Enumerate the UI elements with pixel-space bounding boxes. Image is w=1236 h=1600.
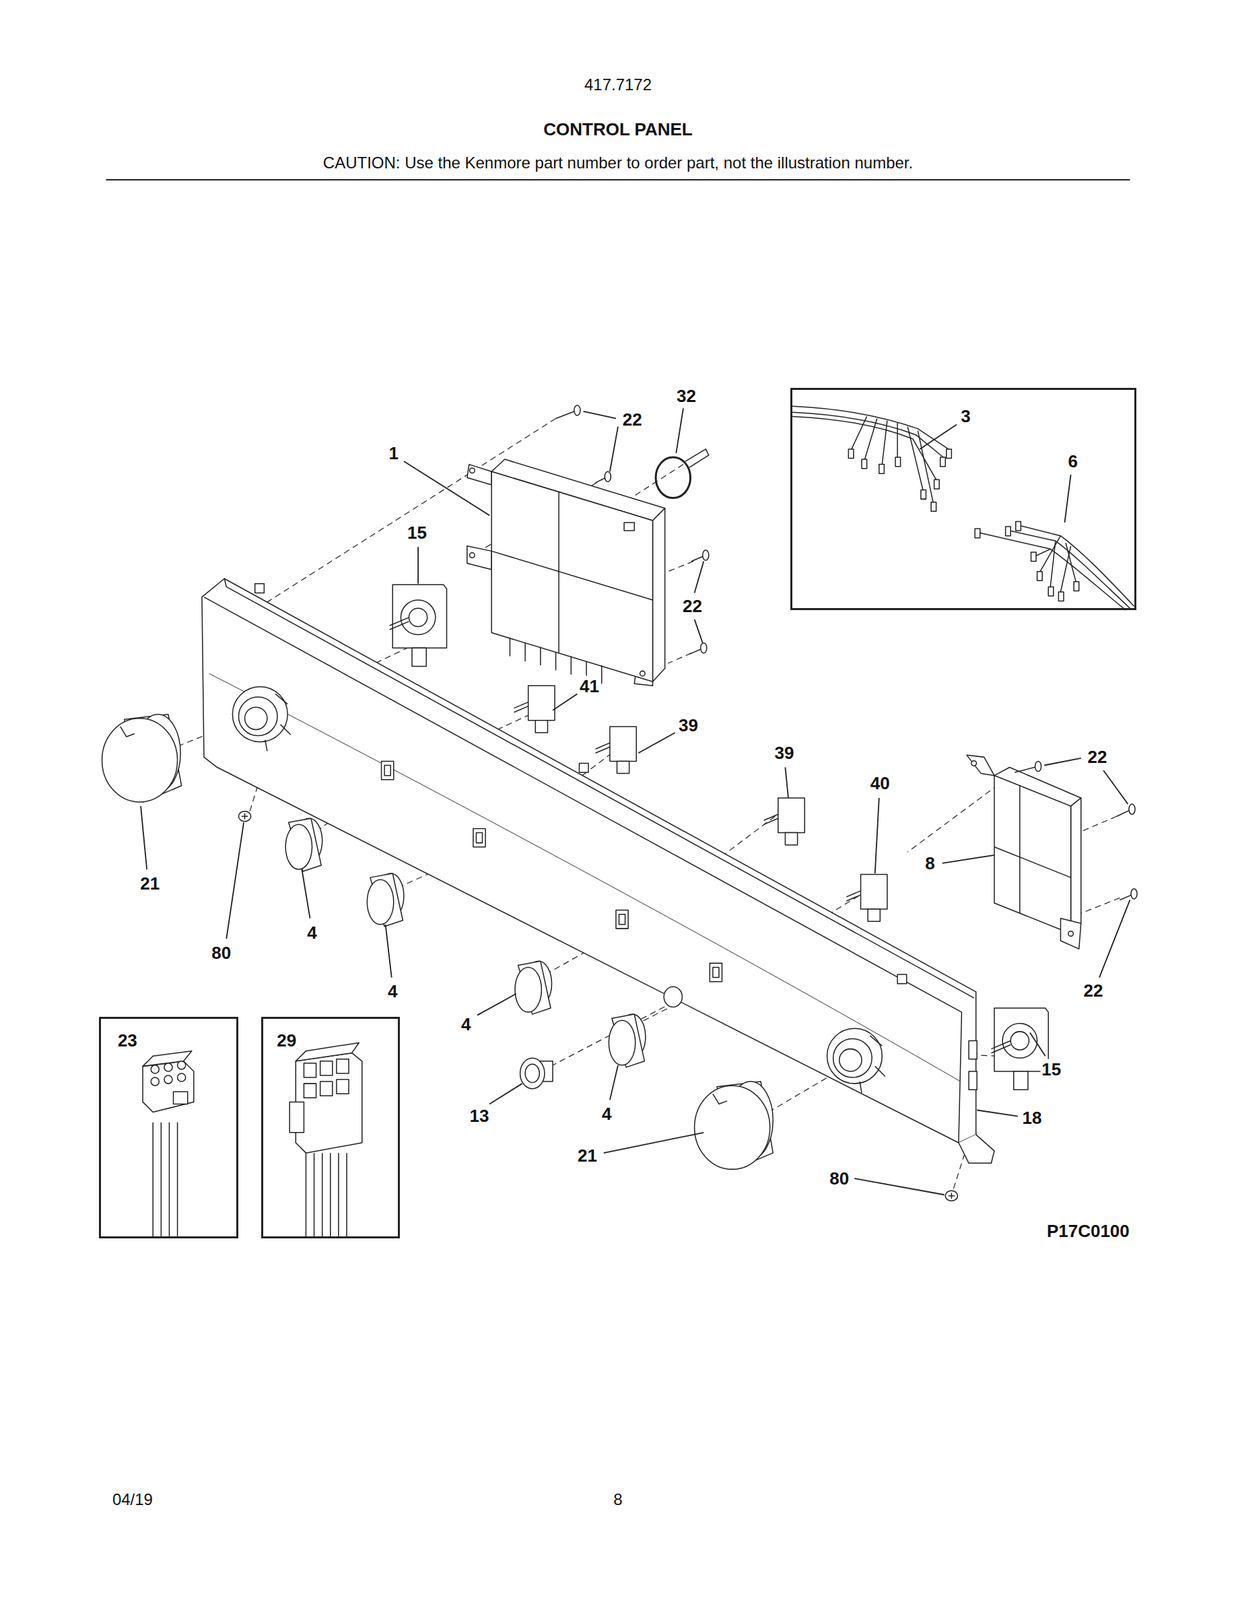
leader-line <box>140 407 1130 1195</box>
assembly-lines <box>168 418 1120 1189</box>
callout-number: 39 <box>677 714 700 736</box>
rotary-switch <box>389 584 448 666</box>
callout-number: 4 <box>459 1013 472 1035</box>
callout-number: 29 <box>275 1030 298 1051</box>
timer-knob <box>694 1081 774 1169</box>
wire-terminal <box>848 449 1079 602</box>
callout-number: 3 <box>959 405 972 427</box>
selector-switch <box>764 797 806 845</box>
callout-number: 15 <box>405 521 429 543</box>
callout-number: 6 <box>1066 450 1079 472</box>
control-panel <box>201 578 995 1163</box>
callout-number: 21 <box>576 1145 599 1166</box>
page-title: CONTROL PANEL <box>543 119 693 141</box>
selector-switch <box>513 685 555 733</box>
wire-connector <box>142 1050 194 1237</box>
header-rule <box>106 179 1131 181</box>
control-board <box>966 754 1082 949</box>
figure-code: P17C0100 <box>1045 1220 1131 1242</box>
callout-number: 8 <box>923 852 936 874</box>
callout-number: 22 <box>681 595 704 616</box>
callout-number: 39 <box>772 741 796 763</box>
callout-number: 4 <box>386 980 399 1002</box>
callout-number: 22 <box>1086 746 1109 768</box>
button-knob <box>285 817 646 1068</box>
revision-date: 04/19 <box>111 1489 155 1509</box>
callout-number: 80 <box>210 941 233 963</box>
callout-number: 21 <box>138 872 161 894</box>
control-board <box>467 459 666 686</box>
callout-number: 40 <box>869 772 892 794</box>
selector-switch <box>846 874 888 922</box>
screw <box>238 811 958 1201</box>
callout-number: 1 <box>387 442 400 464</box>
wire-connector <box>289 1042 363 1237</box>
inset-box: 36 <box>790 387 1137 610</box>
selector-switch <box>595 726 637 774</box>
callout-number: 22 <box>1081 979 1105 1001</box>
callout-number: 4 <box>600 1103 613 1125</box>
callout-number: 18 <box>1021 1107 1044 1129</box>
callout-number: 13 <box>468 1105 491 1127</box>
callout-number: 32 <box>675 385 698 406</box>
caution-note: CAUTION: Use the Kenmore part number to … <box>321 153 915 173</box>
inset-box: 23 <box>98 1016 239 1239</box>
wire-tie <box>655 449 709 499</box>
callout-number: 23 <box>116 1030 139 1051</box>
callout-number: 4 <box>305 921 318 943</box>
callout-number: 15 <box>1040 1058 1063 1080</box>
screw <box>556 405 1138 901</box>
callout-number: 41 <box>578 675 601 697</box>
wire-harness <box>792 405 1134 610</box>
page-number: 8 <box>611 1489 624 1509</box>
callout-number: 22 <box>621 408 644 430</box>
inset-box: 29 <box>261 1016 400 1239</box>
model-number: 417.7172 <box>582 75 654 95</box>
callout-number: 80 <box>828 1167 851 1189</box>
timer-knob <box>101 714 182 802</box>
indicator-lamp <box>520 1057 553 1088</box>
